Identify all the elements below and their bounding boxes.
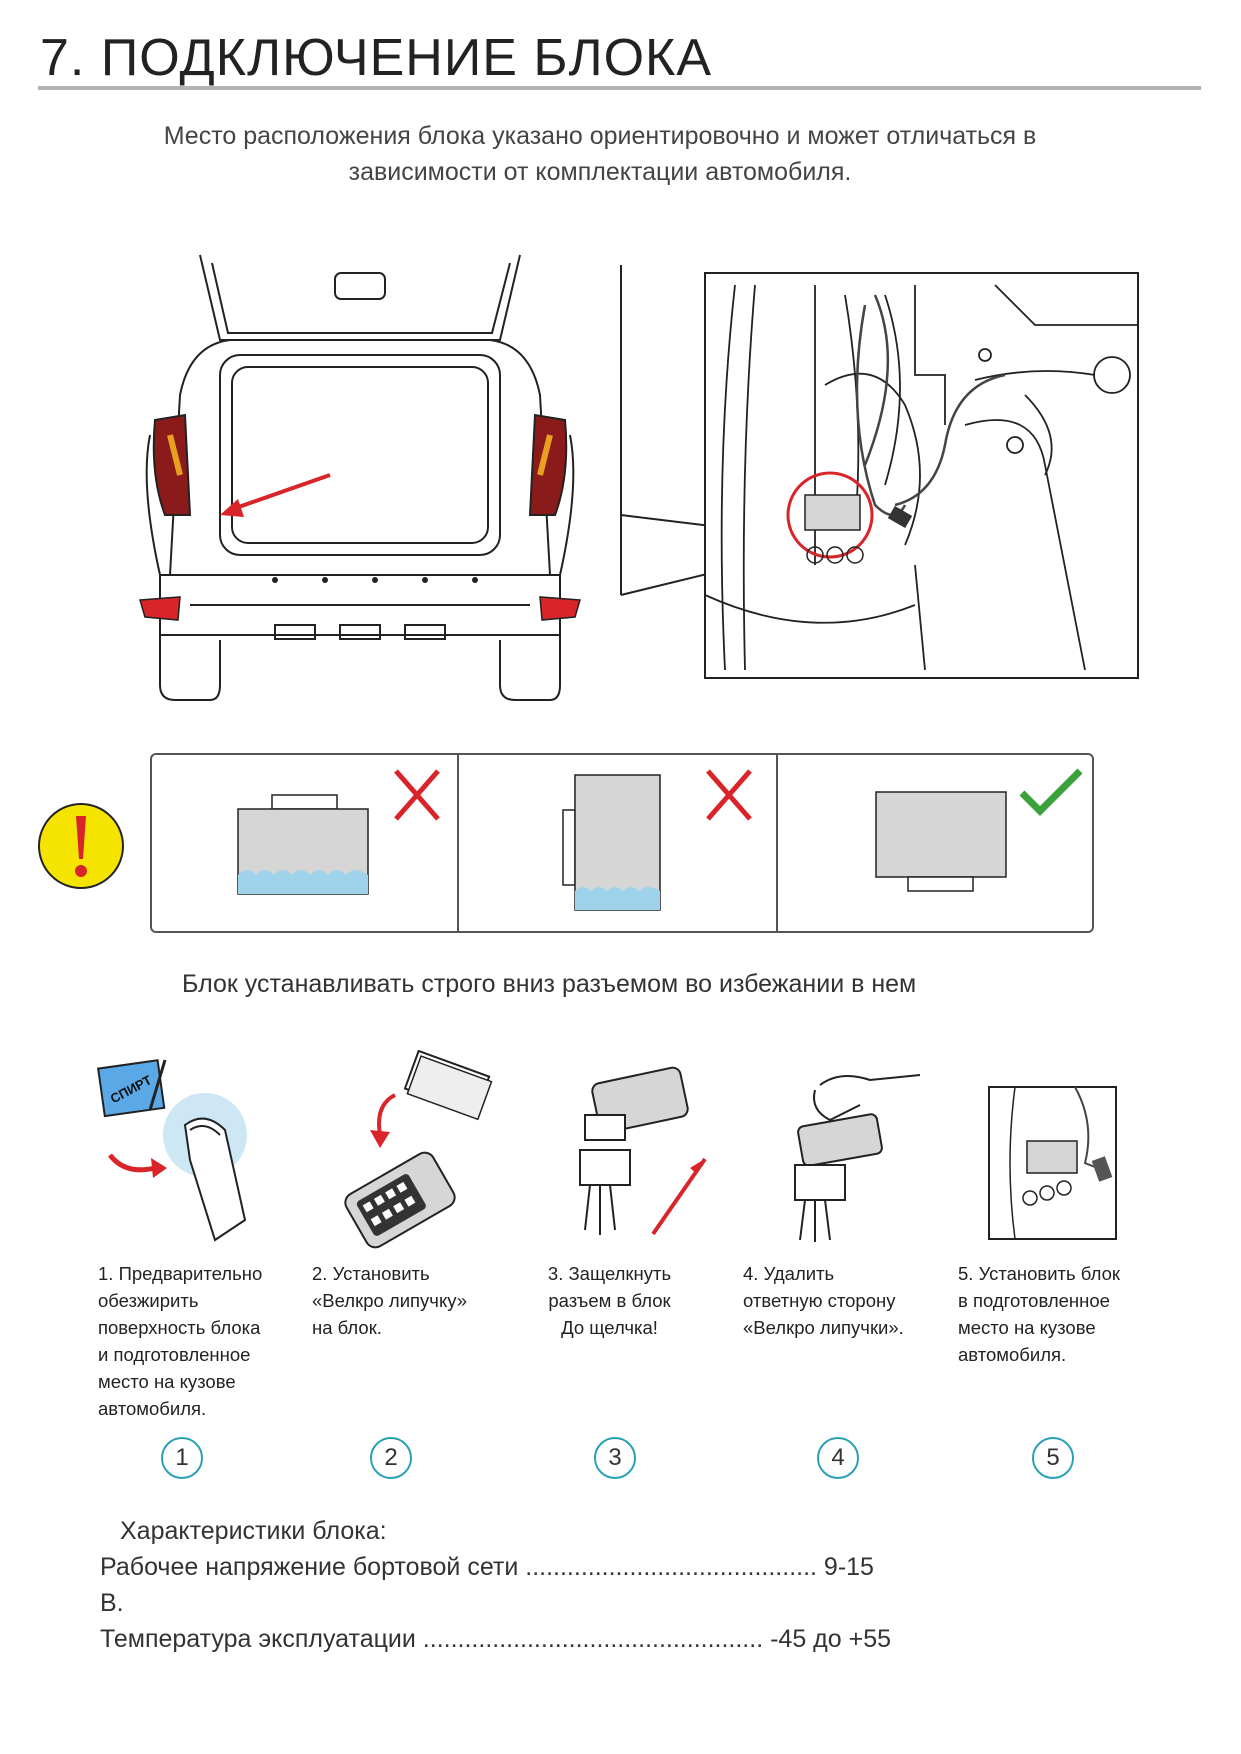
step-text-line: 2. Установить	[312, 1260, 467, 1287]
step-text-line: 1. Предварительно	[98, 1260, 262, 1287]
check-icon	[1018, 767, 1084, 817]
cross-icon	[704, 767, 754, 823]
step-text-line: автомобиля.	[958, 1341, 1120, 1368]
orientation-note: Блок устанавливать строго вниз разъемом …	[182, 970, 916, 999]
spec-temperature: Температура эксплуатации ...............…	[100, 1625, 891, 1654]
step-2-text: 2. Установить «Велкро липучку» на блок.	[312, 1260, 467, 1341]
step-number-5: 5	[1032, 1437, 1074, 1479]
exclamation-icon	[36, 801, 126, 891]
step-text-line: 3. Защелкнуть	[542, 1260, 677, 1287]
step-text-line: разъем в блок	[542, 1287, 677, 1314]
intro-line-2: зависимости от комплектации автомобиля.	[140, 154, 1060, 190]
step-text-line: в подготовленное	[958, 1287, 1120, 1314]
orientation-wrong-1	[152, 755, 457, 931]
step-1-text: 1. Предварительно обезжирить поверхность…	[98, 1260, 262, 1422]
step-text-line: 5. Установить блок	[958, 1260, 1120, 1287]
step-text-line: автомобиля.	[98, 1395, 262, 1422]
step-2-illustration	[320, 1050, 500, 1250]
spec-voltage-unit: В.	[100, 1589, 124, 1618]
step-number-4: 4	[817, 1437, 859, 1479]
page-title: 7. ПОДКЛЮЧЕНИЕ БЛОКА	[40, 28, 712, 88]
step-text-line: До щелчка!	[542, 1314, 677, 1341]
step-text-line: поверхность блока	[98, 1314, 262, 1341]
orientation-correct	[778, 755, 1092, 931]
step-text-line: 4. Удалить	[743, 1260, 904, 1287]
step-5-illustration	[985, 1083, 1120, 1243]
car-rear-illustration	[120, 245, 600, 705]
step-text-line: обезжирить	[98, 1287, 262, 1314]
specs-title: Характеристики блока:	[120, 1517, 387, 1546]
step-4-text: 4. Удалить ответную сторону «Велкро липу…	[743, 1260, 904, 1341]
step-text-line: «Велкро липучки».	[743, 1314, 904, 1341]
step-3-text: 3. Защелкнуть разъем в блок До щелчка!	[542, 1260, 677, 1341]
intro-text: Место расположения блока указано ориенти…	[140, 118, 1060, 190]
step-3-illustration	[545, 1050, 725, 1250]
intro-line-1: Место расположения блока указано ориенти…	[140, 118, 1060, 154]
spec-voltage: Рабочее напряжение бортовой сети .......…	[100, 1553, 874, 1582]
step-1-illustration: СПИРТ	[95, 1050, 275, 1250]
step-4-illustration	[770, 1050, 950, 1250]
step-number-1: 1	[161, 1437, 203, 1479]
orientation-wrong-2	[459, 755, 776, 931]
step-number-3: 3	[594, 1437, 636, 1479]
cross-icon	[392, 767, 442, 823]
mounting-location-illustration	[615, 265, 1145, 685]
step-text-line: и подготовленное	[98, 1341, 262, 1368]
step-text-line: на блок.	[312, 1314, 467, 1341]
step-text-line: место на кузове	[958, 1314, 1120, 1341]
step-number-2: 2	[370, 1437, 412, 1479]
step-text-line: «Велкро липучку»	[312, 1287, 467, 1314]
step-5-text: 5. Установить блок в подготовленное мест…	[958, 1260, 1120, 1368]
title-divider	[38, 86, 1201, 90]
step-text-line: место на кузове	[98, 1368, 262, 1395]
step-text-line: ответную сторону	[743, 1287, 904, 1314]
orientation-panel	[150, 753, 1094, 933]
